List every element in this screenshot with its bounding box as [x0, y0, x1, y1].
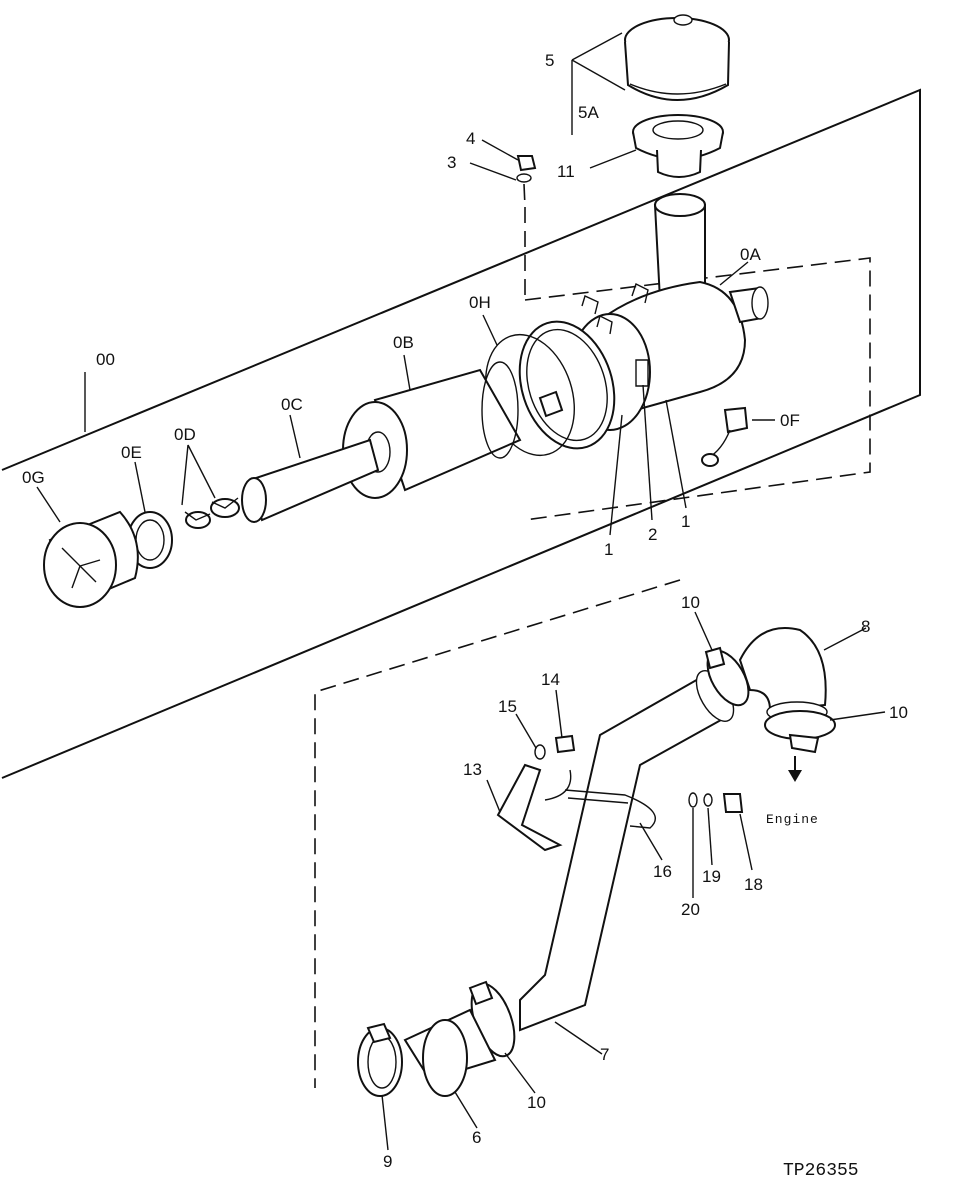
- callout-20: 20: [681, 900, 700, 919]
- callout-0B: 0B: [393, 333, 414, 352]
- callout-5A: 5A: [578, 103, 599, 122]
- primary-filter-element: [241, 438, 380, 523]
- callout-13: 13: [463, 760, 482, 779]
- pre-cleaner-base: [632, 114, 724, 178]
- cover-gasket: [127, 511, 173, 569]
- mounting-hardware: [516, 155, 649, 387]
- u-bolt: [564, 789, 656, 829]
- callout-1-left: 1: [604, 540, 613, 559]
- hose-clamp-upper: [704, 646, 750, 707]
- callout-19: 19: [702, 867, 721, 886]
- callout-3: 3: [447, 153, 456, 172]
- callout-10-top: 10: [681, 593, 700, 612]
- elbow-hose: [738, 627, 828, 723]
- hose-clamp-elbow: [764, 710, 836, 754]
- engine-label: Engine: [766, 812, 819, 827]
- engine-direction-arrow: [788, 756, 802, 782]
- inlet-hose-clamp: [357, 1022, 403, 1097]
- callout-8: 8: [861, 617, 870, 636]
- callout-7: 7: [600, 1045, 609, 1064]
- callout-0A: 0A: [740, 245, 761, 264]
- callout-5: 5: [545, 51, 554, 70]
- callout-0G: 0G: [22, 468, 45, 487]
- callout-1-right: 1: [681, 512, 690, 531]
- secondary-filter-element: [342, 361, 522, 499]
- callout-18: 18: [744, 875, 763, 894]
- callout-0F: 0F: [780, 411, 800, 430]
- wing-nuts: [184, 497, 240, 529]
- callout-00: 00: [96, 350, 115, 369]
- mount-hardware-lower: [688, 792, 744, 813]
- callout-0D: 0D: [174, 425, 196, 444]
- document-id: TP26355: [783, 1161, 859, 1179]
- inlet-hose: [403, 1008, 497, 1097]
- pre-cleaner-cap: [624, 14, 730, 101]
- callout-2: 2: [648, 525, 657, 544]
- support-bracket: [496, 763, 572, 852]
- callout-9: 9: [383, 1152, 392, 1171]
- callout-14: 14: [541, 670, 560, 689]
- callout-0H: 0H: [469, 293, 491, 312]
- clamp-band: [484, 320, 616, 457]
- end-cover: [43, 510, 139, 608]
- callout-6: 6: [472, 1128, 481, 1147]
- air-cleaner-assembly-frame: [1, 88, 921, 779]
- callout-11: 11: [557, 162, 575, 181]
- bracket-cap-screw: [534, 734, 576, 760]
- intake-tube-dashed-frame: [314, 579, 681, 1088]
- callout-16: 16: [653, 862, 672, 881]
- callout-4: 4: [466, 129, 475, 148]
- callout-0E: 0E: [121, 443, 142, 462]
- callout-0C: 0C: [281, 395, 303, 414]
- dust-valve: [701, 406, 749, 467]
- callout-10-right: 10: [889, 703, 908, 722]
- leader-lines: [36, 32, 886, 1151]
- callout-15: 15: [498, 697, 517, 716]
- callout-10-bottom: 10: [527, 1093, 546, 1112]
- callout-labels: 00 0G 0E 0D 0C 0B 0H 0A 0F 1 2 1 4 3 5 5…: [22, 51, 908, 1179]
